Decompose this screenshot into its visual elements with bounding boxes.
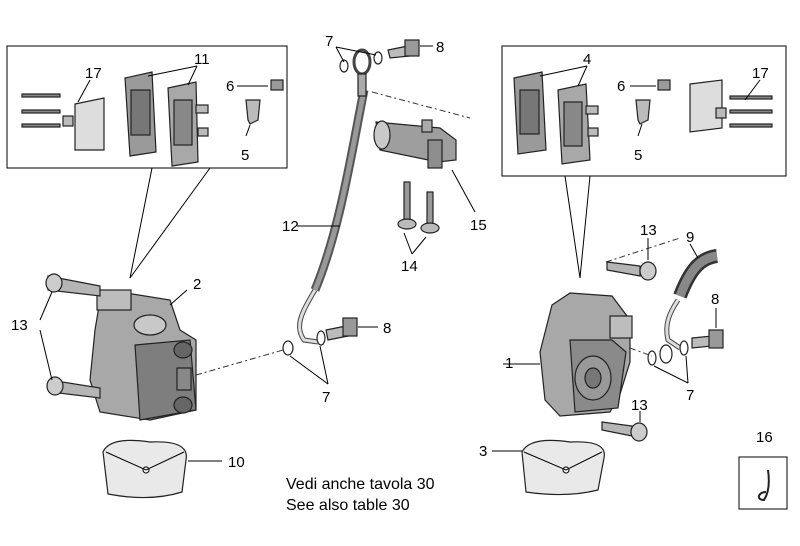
callout-14: 14 — [401, 258, 418, 275]
bleed-valve-right — [635, 79, 671, 125]
callout-8-right: 8 — [711, 291, 719, 308]
note-italian: Vedi anche tavola 30 — [286, 476, 435, 493]
callout-3: 3 — [479, 443, 487, 460]
callout-8-middle: 8 — [383, 320, 391, 337]
brake-pads-left — [124, 71, 209, 167]
callout-7-right: 7 — [686, 387, 694, 404]
callout-13-lower-right: 13 — [631, 397, 648, 414]
brake-pads-right — [513, 71, 599, 165]
callout-16: 16 — [756, 429, 773, 446]
callout-13-upper-right: 13 — [640, 222, 657, 239]
right-caliper — [539, 292, 633, 417]
spares-bag-left — [102, 439, 187, 499]
callout-7-top: 7 — [325, 33, 333, 50]
callout-10: 10 — [228, 454, 245, 471]
spares-bag-right — [521, 439, 605, 496]
callout-9: 9 — [686, 229, 694, 246]
bleed-valve-left — [245, 79, 284, 125]
bolts-14 — [397, 181, 440, 234]
callout-6-left: 6 — [226, 78, 234, 95]
brake-hose-left — [297, 48, 372, 345]
right-inset-box — [501, 45, 787, 279]
hardware-kit-left — [21, 93, 105, 151]
brake-hose-right — [664, 249, 719, 351]
brake-distributor — [373, 119, 457, 169]
callout-17-left: 17 — [85, 65, 102, 82]
callout-13-left: 13 — [11, 317, 28, 334]
hardware-kit-right — [689, 79, 773, 133]
bolt-13-upper-right — [606, 261, 657, 281]
left-inset-box — [6, 45, 288, 279]
note-english: See also table 30 — [286, 497, 410, 514]
callout-5-right: 5 — [634, 147, 642, 164]
callout-5-left: 5 — [241, 147, 249, 164]
bolt-13-lower-right — [601, 421, 648, 442]
left-caliper — [45, 273, 197, 421]
callout-11: 11 — [194, 51, 210, 68]
callout-1: 1 — [505, 355, 513, 372]
callout-7-left: 7 — [322, 389, 330, 406]
callout-labels: 1 2 3 4 5 5 6 6 7 7 7 8 8 8 9 10 11 12 1… — [11, 33, 773, 471]
callout-6-right: 6 — [617, 78, 625, 95]
callout-4: 4 — [583, 51, 591, 68]
callout-8-top: 8 — [436, 39, 444, 56]
callout-12: 12 — [282, 218, 299, 235]
callout-17-right: 17 — [752, 65, 769, 82]
callout-15: 15 — [470, 217, 487, 234]
callout-2: 2 — [193, 276, 201, 293]
clip-16 — [738, 456, 788, 510]
